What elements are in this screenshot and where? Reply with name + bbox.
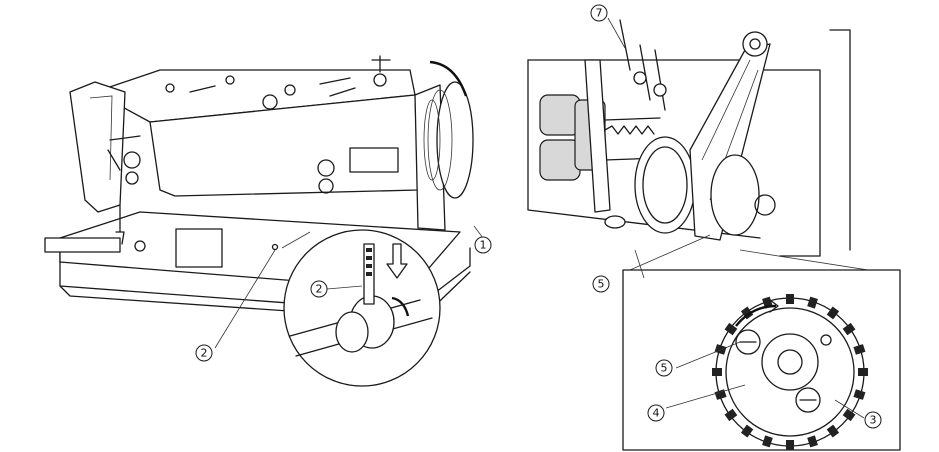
svg-text:2: 2 — [201, 347, 208, 360]
down-arrow-icon — [386, 243, 408, 279]
callout-3: 3 — [864, 411, 882, 429]
machine-pulley — [423, 60, 474, 199]
callout-5-belt: 5 — [592, 275, 610, 293]
curved-arrow-icon — [735, 304, 777, 327]
callout-2-bed: 2 — [195, 344, 213, 362]
svg-text:2: 2 — [316, 283, 323, 296]
pin-inset — [283, 229, 441, 387]
hook-pulley-detail — [622, 269, 901, 451]
svg-text:7: 7 — [596, 7, 603, 20]
callout-5-detail: 5 — [655, 359, 673, 377]
svg-text:5: 5 — [661, 362, 668, 375]
callout-1: 1 — [474, 236, 492, 254]
svg-text:5: 5 — [598, 278, 605, 291]
callout-7: 7 — [590, 4, 608, 22]
sewing-machine-illustration — [44, 55, 474, 387]
curved-arrow-icon — [391, 296, 410, 317]
svg-text:4: 4 — [653, 407, 660, 420]
callout-2-inset: 2 — [310, 280, 328, 298]
svg-text:3: 3 — [870, 414, 877, 427]
hook-drive-illustration — [527, 19, 901, 451]
svg-text:1: 1 — [480, 239, 487, 252]
callout-4: 4 — [647, 404, 665, 422]
callout-leaders — [326, 17, 865, 419]
